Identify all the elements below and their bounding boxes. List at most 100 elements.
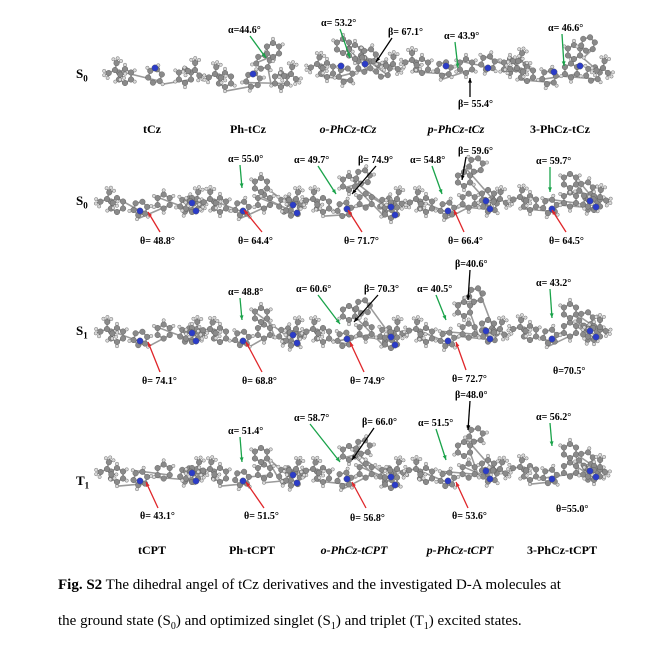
caption-figure-label: Fig. S2 (58, 577, 103, 593)
molecule-tcpt-s0 (93, 185, 209, 222)
row-label-s0: S0 (76, 193, 88, 211)
angle-theta-p-phcz-tcpt-s0: θ= 66.4° (448, 236, 483, 247)
angle-alpha-p-phcz-tcpt-s0: α= 54.8° (410, 155, 446, 166)
molecule-o-phcz-tcz-s0 (304, 32, 405, 88)
arrow-theta-tcpt-s1-head (147, 342, 152, 347)
molecule-ph-tcpt-t1 (196, 445, 309, 492)
arrow-alpha-o-phcz-tcpt-t1-head (335, 457, 340, 462)
arrow-beta-o-phcz-tcpt-s0 (351, 165, 377, 195)
arrow-theta-tcpt-s1 (147, 341, 161, 373)
angle-alpha-ph-tcpt-t1: α= 51.4° (228, 426, 264, 437)
row-label-s1: S1 (76, 323, 88, 341)
arrow-alpha-p-phcz-tcpt-s0-head (438, 189, 443, 194)
angle-theta-3-phcz-tcpt-s0: θ= 64.5° (549, 236, 584, 247)
angle-alpha-o-phcz-tcpt-t1: α= 58.7° (294, 413, 330, 424)
molecule-tcz-s0 (102, 56, 207, 90)
arrow-alpha-3-phcz-tcpt-s1-head (549, 313, 554, 318)
molecule-p-phcz-tcpt-t1 (402, 424, 513, 490)
angle-alpha-ph-tcpt-s1: α= 48.8° (228, 287, 264, 298)
mol-name-tcpt: tCPT (138, 543, 166, 557)
angle-theta-tcpt-s1: θ= 74.1° (142, 376, 177, 387)
molecule-p-phcz-tcz-s0 (398, 46, 533, 82)
angle-beta-p-phcz-tcz-s0: β= 55.4° (458, 99, 493, 110)
angle-alpha-3-phcz-tcpt-t1: α= 56.2° (536, 412, 572, 423)
molecule-3-phcz-tcz-s0 (503, 34, 615, 91)
angle-alpha-3-phcz-tcpt-s1: α= 43.2° (536, 278, 572, 289)
arrow-theta-ph-tcpt-t1 (245, 481, 265, 509)
figure-caption: Fig. S2 The dihedral angel of tCz deriva… (58, 570, 628, 642)
arrow-alpha-3-phcz-tcz-s0 (561, 33, 565, 67)
molecule-3-phcz-tcpt-s1 (506, 297, 613, 350)
arrow-theta-o-phcz-tcpt-s1-head (350, 342, 354, 347)
arrow-theta-3-phcz-tcpt-s0-head (552, 210, 557, 215)
angle-beta-p-phcz-tcpt-s1: β=40.6° (455, 259, 488, 270)
arrow-beta-o-phcz-tcz-s0 (375, 37, 393, 63)
arrow-theta-p-phcz-tcpt-t1 (455, 481, 469, 509)
caption-line-2: the ground state (S0) and optimized sing… (58, 613, 522, 632)
angle-alpha-o-phcz-tcz-s0: α= 53.2° (321, 18, 357, 29)
angle-theta-3-phcz-tcpt-t1: θ=55.0° (556, 504, 589, 515)
angle-alpha-p-phcz-tcpt-s1: α= 40.5° (417, 284, 453, 295)
arrow-alpha-ph-tcpt-t1-head (239, 457, 244, 462)
angle-theta-o-phcz-tcpt-s1: θ= 74.9° (350, 376, 385, 387)
angle-beta-o-phcz-tcz-s0: β= 67.1° (388, 27, 423, 38)
arrow-alpha-ph-tcz-s0-head (261, 53, 266, 58)
arrow-theta-ph-tcpt-s0-head (244, 210, 249, 215)
arrow-alpha-p-phcz-tcpt-t1 (435, 428, 447, 461)
angle-beta-o-phcz-tcpt-t1: β= 66.0° (362, 417, 397, 428)
arrow-beta-o-phcz-tcpt-s1 (353, 294, 379, 323)
angle-beta-o-phcz-tcpt-s1: β= 70.3° (364, 284, 399, 295)
arrow-beta-p-phcz-tcpt-s0-head (460, 175, 465, 180)
angle-beta-p-phcz-tcpt-t1: β=48.0° (455, 390, 488, 401)
arrow-alpha-o-phcz-tcz-s0-head (346, 53, 351, 58)
row-label-s0-top: S0 (76, 66, 88, 84)
arrow-theta-o-phcz-tcpt-s1 (349, 341, 365, 373)
arrow-theta-ph-tcpt-s1-head (246, 342, 250, 347)
mol-name-p-phcz-tcz: p-PhCz-tCz (427, 122, 485, 136)
arrow-alpha-o-phcz-tcpt-s1 (317, 294, 341, 325)
angle-theta-tcpt-t1: θ= 43.1° (140, 511, 175, 522)
arrow-alpha-3-phcz-tcpt-s1 (549, 288, 553, 319)
mol-name-3-phcz-tcz: 3-PhCz-tCz (530, 122, 590, 136)
molecule-tcpt-s1 (93, 315, 210, 349)
molecule-ph-tcpt-s0 (197, 171, 308, 222)
arrow-beta-o-phcz-tcpt-t1-head (352, 455, 357, 460)
arrow-alpha-3-phcz-tcpt-t1-head (549, 441, 554, 446)
arrow-beta-p-phcz-tcpt-s1-head (466, 295, 471, 300)
arrow-alpha-o-phcz-tcpt-t1 (309, 423, 341, 463)
arrow-theta-tcpt-t1 (145, 481, 159, 509)
arrow-beta-p-phcz-tcpt-t1-head (466, 425, 471, 430)
angle-beta-o-phcz-tcpt-s0: β= 74.9° (358, 155, 393, 166)
molecule-tcpt-t1 (94, 455, 210, 492)
mol-name-ph-tcz: Ph-tCz (230, 122, 266, 136)
arrow-alpha-o-phcz-tcpt-s0 (317, 165, 337, 195)
angle-theta-tcpt-s0: θ= 48.8° (140, 236, 175, 247)
mol-name-o-phcz-tcz: o-PhCz-tCz (319, 122, 377, 136)
arrow-beta-o-phcz-tcz-s0-head (376, 57, 381, 62)
arrow-theta-ph-tcpt-s0 (243, 209, 263, 233)
angle-theta-p-phcz-tcpt-t1: θ= 53.6° (452, 511, 487, 522)
angle-beta-p-phcz-tcpt-s0: β= 59.6° (458, 146, 493, 157)
molecule-o-phcz-tcpt-s1 (299, 297, 410, 352)
arrow-theta-p-phcz-tcpt-s1-head (455, 342, 460, 347)
angle-theta-ph-tcpt-s1: θ= 68.8° (242, 376, 277, 387)
arrow-theta-p-phcz-tcpt-t1-head (456, 482, 460, 487)
arrow-theta-ph-tcpt-t1-head (246, 482, 251, 487)
angle-theta-ph-tcpt-s0: θ= 64.4° (238, 236, 273, 247)
molecule-o-phcz-tcpt-s0 (299, 164, 410, 225)
molecule-3-phcz-tcpt-s0 (506, 170, 613, 220)
arrow-alpha-o-phcz-tcz-s0 (339, 28, 351, 59)
arrow-theta-tcpt-t1-head (146, 482, 150, 487)
angle-alpha-ph-tcz-s0: α=44.6° (228, 25, 261, 36)
angle-theta-ph-tcpt-t1: θ= 51.5° (244, 511, 279, 522)
arrow-beta-o-phcz-tcpt-t1 (351, 427, 375, 461)
arrow-alpha-p-phcz-tcpt-s0 (431, 165, 443, 195)
arrow-theta-o-phcz-tcpt-t1 (351, 481, 367, 509)
molecule-ph-tcpt-s1 (196, 301, 308, 352)
arrow-theta-o-phcz-tcpt-t1-head (352, 482, 356, 487)
angle-alpha-o-phcz-tcpt-s1: α= 60.6° (296, 284, 332, 295)
arrow-theta-p-phcz-tcpt-s1 (455, 341, 467, 371)
arrow-alpha-ph-tcpt-s0-head (239, 183, 244, 188)
angle-alpha-ph-tcpt-s0: α= 55.0° (228, 154, 264, 165)
